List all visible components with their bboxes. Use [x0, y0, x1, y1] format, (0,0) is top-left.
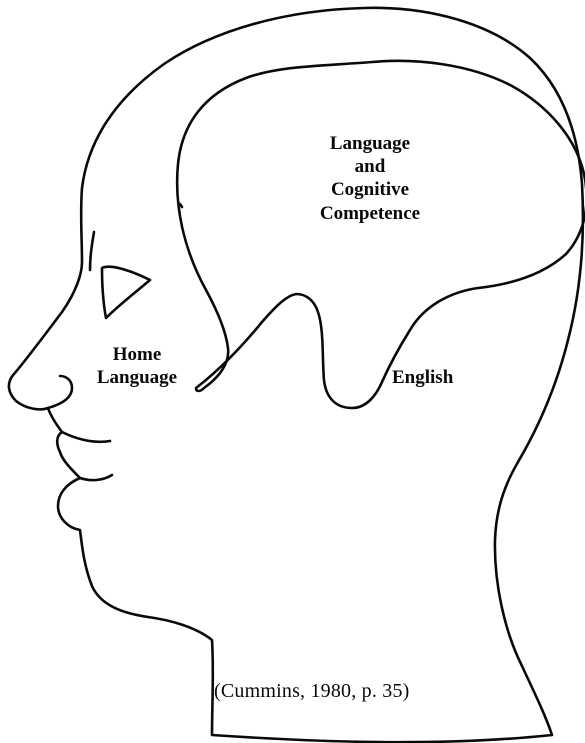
label-line: Home — [82, 343, 192, 366]
lip-line-icon — [80, 475, 112, 480]
eye-icon — [102, 267, 150, 318]
nostril-icon — [48, 376, 72, 408]
brain-region-outline-icon — [177, 61, 585, 408]
mouth-line-icon — [62, 432, 110, 442]
label-line: Cognitive — [300, 178, 440, 201]
stray-mark-icon — [180, 204, 182, 207]
label-line: and — [300, 155, 440, 178]
citation-text: (Cummins, 1980, p. 35) — [214, 679, 410, 703]
eyebrow-icon — [90, 232, 94, 270]
language-cognitive-competence-label: Language and Cognitive Competence — [300, 132, 440, 225]
label-line: Language — [300, 132, 440, 155]
label-line: Language — [82, 366, 192, 389]
english-label: English — [392, 366, 453, 389]
home-language-label: Home Language — [82, 343, 192, 389]
label-line: Competence — [300, 202, 440, 225]
